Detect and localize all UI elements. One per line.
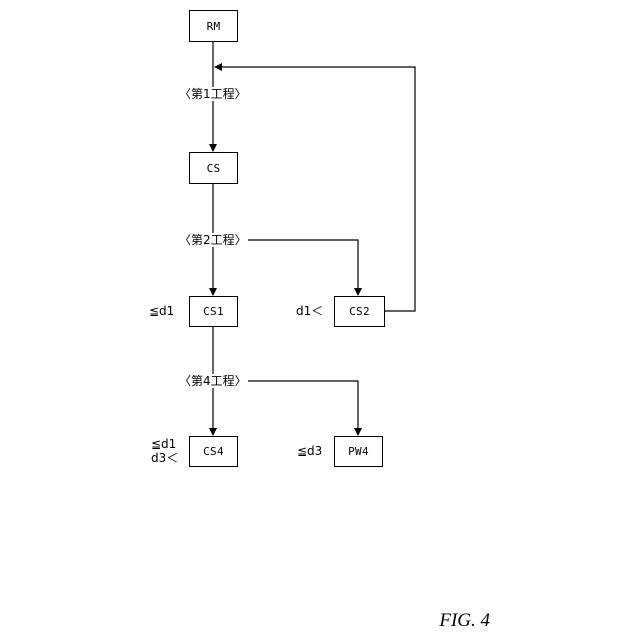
condition-cs1: ≦d1 — [149, 304, 174, 318]
line-cs2-return — [215, 67, 415, 311]
line-step2-to-cs2 — [240, 240, 358, 295]
condition-cs4-line1: ≦d1 — [151, 437, 176, 451]
step1-label: 〈第1工程〉 — [178, 87, 248, 101]
condition-pw4: ≦d3 — [297, 444, 322, 458]
step2-label: 〈第2工程〉 — [178, 233, 248, 247]
condition-cs2: d1＜ — [296, 304, 323, 318]
figure-label: FIG. 4 — [439, 610, 490, 632]
step4-label: 〈第4工程〉 — [178, 374, 248, 388]
node-cs2-label: CS2 — [349, 305, 370, 318]
node-pw4: PW4 — [334, 436, 383, 467]
node-cs-label: CS — [207, 162, 221, 175]
node-rm: RM — [189, 10, 238, 42]
node-cs1: CS1 — [189, 296, 238, 327]
condition-cs4-line2: d3＜ — [151, 451, 178, 465]
node-cs2: CS2 — [334, 296, 385, 327]
node-cs: CS — [189, 152, 238, 184]
node-cs4: CS4 — [189, 436, 238, 467]
node-cs4-label: CS4 — [203, 445, 224, 458]
node-rm-label: RM — [207, 20, 221, 33]
node-cs1-label: CS1 — [203, 305, 224, 318]
line-step4-to-pw4 — [240, 381, 358, 435]
node-pw4-label: PW4 — [348, 445, 369, 458]
